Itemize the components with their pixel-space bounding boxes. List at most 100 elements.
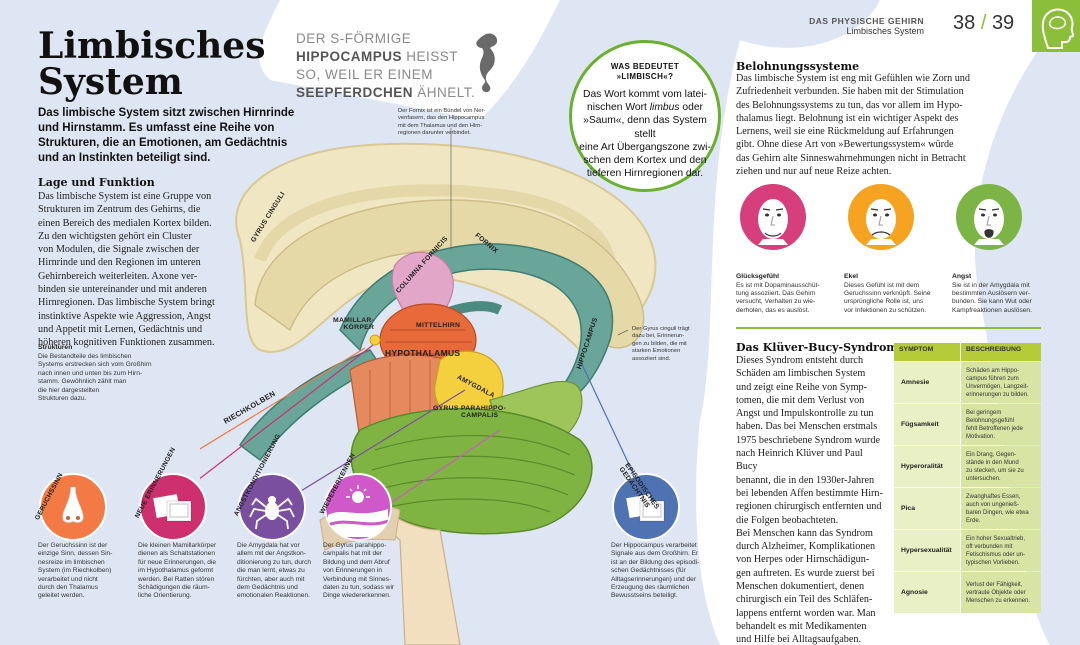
table-description-line: Ein Drang, Gegen- [966,451,1017,458]
fornix-note-line: venfasern, das den Hippocampus [398,115,485,122]
table-description-line: Motivation. [966,433,996,440]
quote-line-1: DER S-FÖRMIGE [296,31,412,46]
function-text-line: im Hypothalamus geformt [138,567,214,575]
divider [736,327,1041,329]
function-text-line: Alltagserinnerungen) und der [611,575,697,583]
table-description-line: typischen Vorlieben. [966,559,1020,566]
belohnung-text: Das limbische System ist eng mit Gefühle… [736,72,976,178]
function-text: Der Gyrus parahippo-campalis hat mit der… [323,542,413,601]
fornix-note-line: Der Fornix ist ein Bündel von Ner- [398,108,486,114]
table-description-line: oft verbunden mit [966,543,1013,550]
lage-line: einen Bereich des medialen Kortex bilden… [38,217,212,229]
function-text-line: schen Gedächtnisses (für [611,567,686,575]
kluever-line: 1975 beschriebene Syndrom wurde [736,434,881,446]
kluever-line: gen auftreten. Es wurde zuerst bei [736,567,875,579]
belohnung-line: Das limbische System ist eng mit Gefühle… [736,73,970,84]
table-description-line: Bei geringem [966,409,1002,416]
intro-text: Das limbische System sitzt zwischen Hirn… [38,107,295,164]
function-text-line: campalis hat mit der [323,550,382,558]
emotion-text-line: vor Infektionen zu schützen. [844,306,927,314]
function-text-line: Bildung und dem Abruf [323,558,390,566]
label-mamillar: MAMILLAR- KÖRPER [333,317,374,331]
function-text-line: Der Geruchssinn ist der [38,542,108,549]
function-text-line: Bewusstseins beteiligt. [611,592,678,600]
quote-line-4-bold: SEEPFERDCHEN [296,85,414,100]
function-text-line: Erzeugung des räumlichen [611,584,690,592]
function-text-line: Die Amygdala hat vor [237,542,300,549]
kluever-line: die Folgen beobachteten. [736,514,839,526]
kluever-line: chirurgisch ein Teil des Schläfen- [736,594,873,606]
belohnung-line: des Belohnungssystems zu tun, das vor al… [736,99,963,111]
table-description-line: Unvermögen, Langzeit- [966,383,1029,390]
strukturen-line: nach innen und unten bis zum Hirn- [38,369,143,377]
function-text-line: nesreize im limbischen [38,558,105,566]
function-text-line: die man lernt, etwas zu [237,567,305,575]
lage-text: Das limbische System ist eine Gruppe von… [38,190,268,350]
kluever-line: von Herpes oder Hirnschädigun- [736,554,870,566]
function-text-line: durch den Thalamus [38,584,98,592]
function-text-line: dienen als Schaltstationen [138,550,215,558]
belohnung-line: gibt. Ohne diese Art von »Bewertungssyst… [736,139,954,151]
emotion-text-line: Geruchssinn verknüpft. Seine [844,290,931,297]
quote-line-2: HIPPOCAMPUS HEISST [296,48,476,66]
function-text-line: liche Orientierung. [138,592,192,600]
callout-line: nischen Wort limbus oder [586,102,703,114]
emotion-text-line: Dieses Gefühl ist mit dem [844,281,920,289]
label-mamillar-2: KÖRPER [343,324,375,331]
kluever-line: haben. Das bei Menschen erstmals [736,421,878,433]
emotion-text-line: bunden. Sie kann Wut oder [952,298,1032,306]
lage-line: Das limbische System ist eine Gruppe von [38,191,212,202]
disgust-face-icon [848,184,914,250]
strukturen-line: Die Bestandteile des limbischen [38,353,132,360]
table-symptom-cell: Hyperoralität [894,446,960,487]
strukturen-line: die hier dargestellten [38,386,100,394]
table-description-line: auch von ungenieß- [966,501,1020,508]
fear-face-icon [956,184,1022,250]
fornix-note: Der Fornix ist ein Bündel von Ner-venfas… [398,108,510,138]
emotion-text: Es ist mit Dopaminausschüt-tung assoziie… [736,282,836,316]
quote-line-3: SO, WEIL ER EINEM [296,67,434,82]
callout-line: schen dem Kortex und den [583,155,707,167]
table-symptom-cell: Hypersexualität [894,530,960,571]
emotion-text-line: Sie ist in der Amygdala mit [952,281,1030,289]
function-text-line: Schädigungen die räum- [138,584,210,592]
kluever-line: Menschen dokumentiert, denen [736,581,865,593]
table-symptom-cell: Amnesie [894,362,960,403]
label-gyrus-para-2: CAMPALIS [461,412,499,419]
strukturen-line: stamm. Gewöhnlich zählt man [38,378,127,386]
table-description-line: Fetischismus oder un- [966,551,1026,558]
quote-line-4: SEEPFERDCHEN ÄHNELT. [296,84,476,102]
gyrus-note-line: Der Gyrus cinguli trägt [632,326,690,332]
belohnung-heading: Belohnungssysteme [736,60,860,73]
callout-line: Das Wort kommt vom latei- [583,89,707,100]
kluever-line: lappens entfernt worden war. Man [736,607,876,619]
emotion-text-line: Es ist mit Dopaminausschüt- [736,281,820,289]
function-text-line: einzige Sinn, dessen Sin- [38,550,113,558]
belohnung-line: das Gehirn alte Sinneswahrnehmungen nich… [736,152,966,164]
table-description-cell: Zwanghaftes Essen,auch von ungenieß-bare… [961,488,1041,529]
label-gyrus-para-1: GYRUS PARAHIPPO- [433,405,507,412]
belohnung-line: Lernens, weil sie eine Rückmeldung auf E… [736,126,954,138]
photos-icon [612,473,680,541]
lage-line: Zu den wichtigsten gehört ein Cluster [38,230,192,242]
happy-face-icon [740,184,806,250]
page-separator: / [980,12,987,34]
function-text-line: verarbeitet und nicht [38,575,98,583]
emotion-title: Angst [952,273,972,280]
label-mamillar-1: MAMILLAR- [333,317,375,324]
